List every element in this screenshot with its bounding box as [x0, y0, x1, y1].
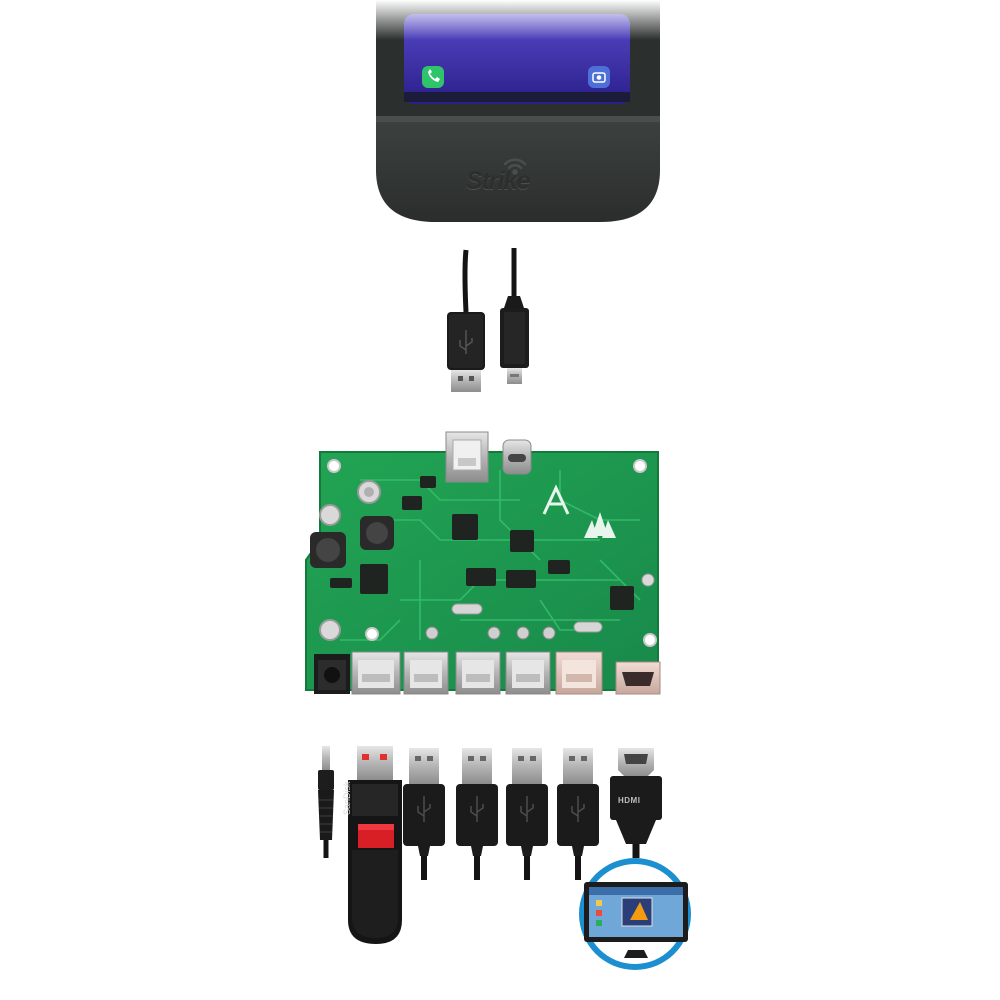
dc-barrel-plug [318, 746, 334, 858]
usb-a-port [445, 431, 489, 483]
hdmi-plug-label: HDMI [618, 796, 641, 805]
phone-dock [376, 0, 660, 222]
usb-a-port [455, 651, 501, 695]
usb-a-cable [506, 748, 548, 880]
dock-brand-label: Strike [466, 167, 530, 195]
camera-icon [588, 66, 610, 88]
dock-base [376, 116, 660, 222]
usb-flash-drive [348, 746, 402, 944]
usb-a-port [555, 651, 603, 695]
usb-a-port [351, 651, 401, 695]
usb-symbol-icon [470, 796, 484, 822]
capacitors [319, 480, 655, 641]
usb-a-cable [403, 748, 445, 880]
usb-symbol-icon [571, 796, 585, 822]
flash-drive-brand-label: SanDisk [342, 781, 352, 815]
board-logo-icon [542, 484, 570, 515]
dc-power-jack [314, 654, 350, 694]
usb-a-cable [557, 748, 599, 880]
hdmi-cable [610, 748, 662, 858]
usb-symbol-icon [520, 796, 534, 822]
wifi-signal-icon [503, 158, 527, 175]
phone-call-icon [422, 66, 444, 88]
hdmi-port [615, 661, 661, 695]
usb-a-port [505, 651, 551, 695]
usb-symbol-icon [417, 796, 431, 822]
integrated-circuits [330, 476, 634, 610]
usb-c-port [502, 439, 532, 475]
usb-a-plug [447, 249, 485, 392]
usb-symbol-icon [459, 330, 473, 354]
usb-a-port [403, 651, 449, 695]
leaf-logo-icon [584, 512, 616, 538]
mounting-holes [327, 459, 657, 647]
usb-a-cable [456, 748, 498, 880]
inductors [310, 516, 394, 568]
circuit-board [305, 431, 661, 695]
led-row [425, 626, 556, 640]
monitor-icon [579, 858, 691, 970]
micro-usb-plug [500, 248, 529, 384]
crystals [451, 603, 603, 633]
